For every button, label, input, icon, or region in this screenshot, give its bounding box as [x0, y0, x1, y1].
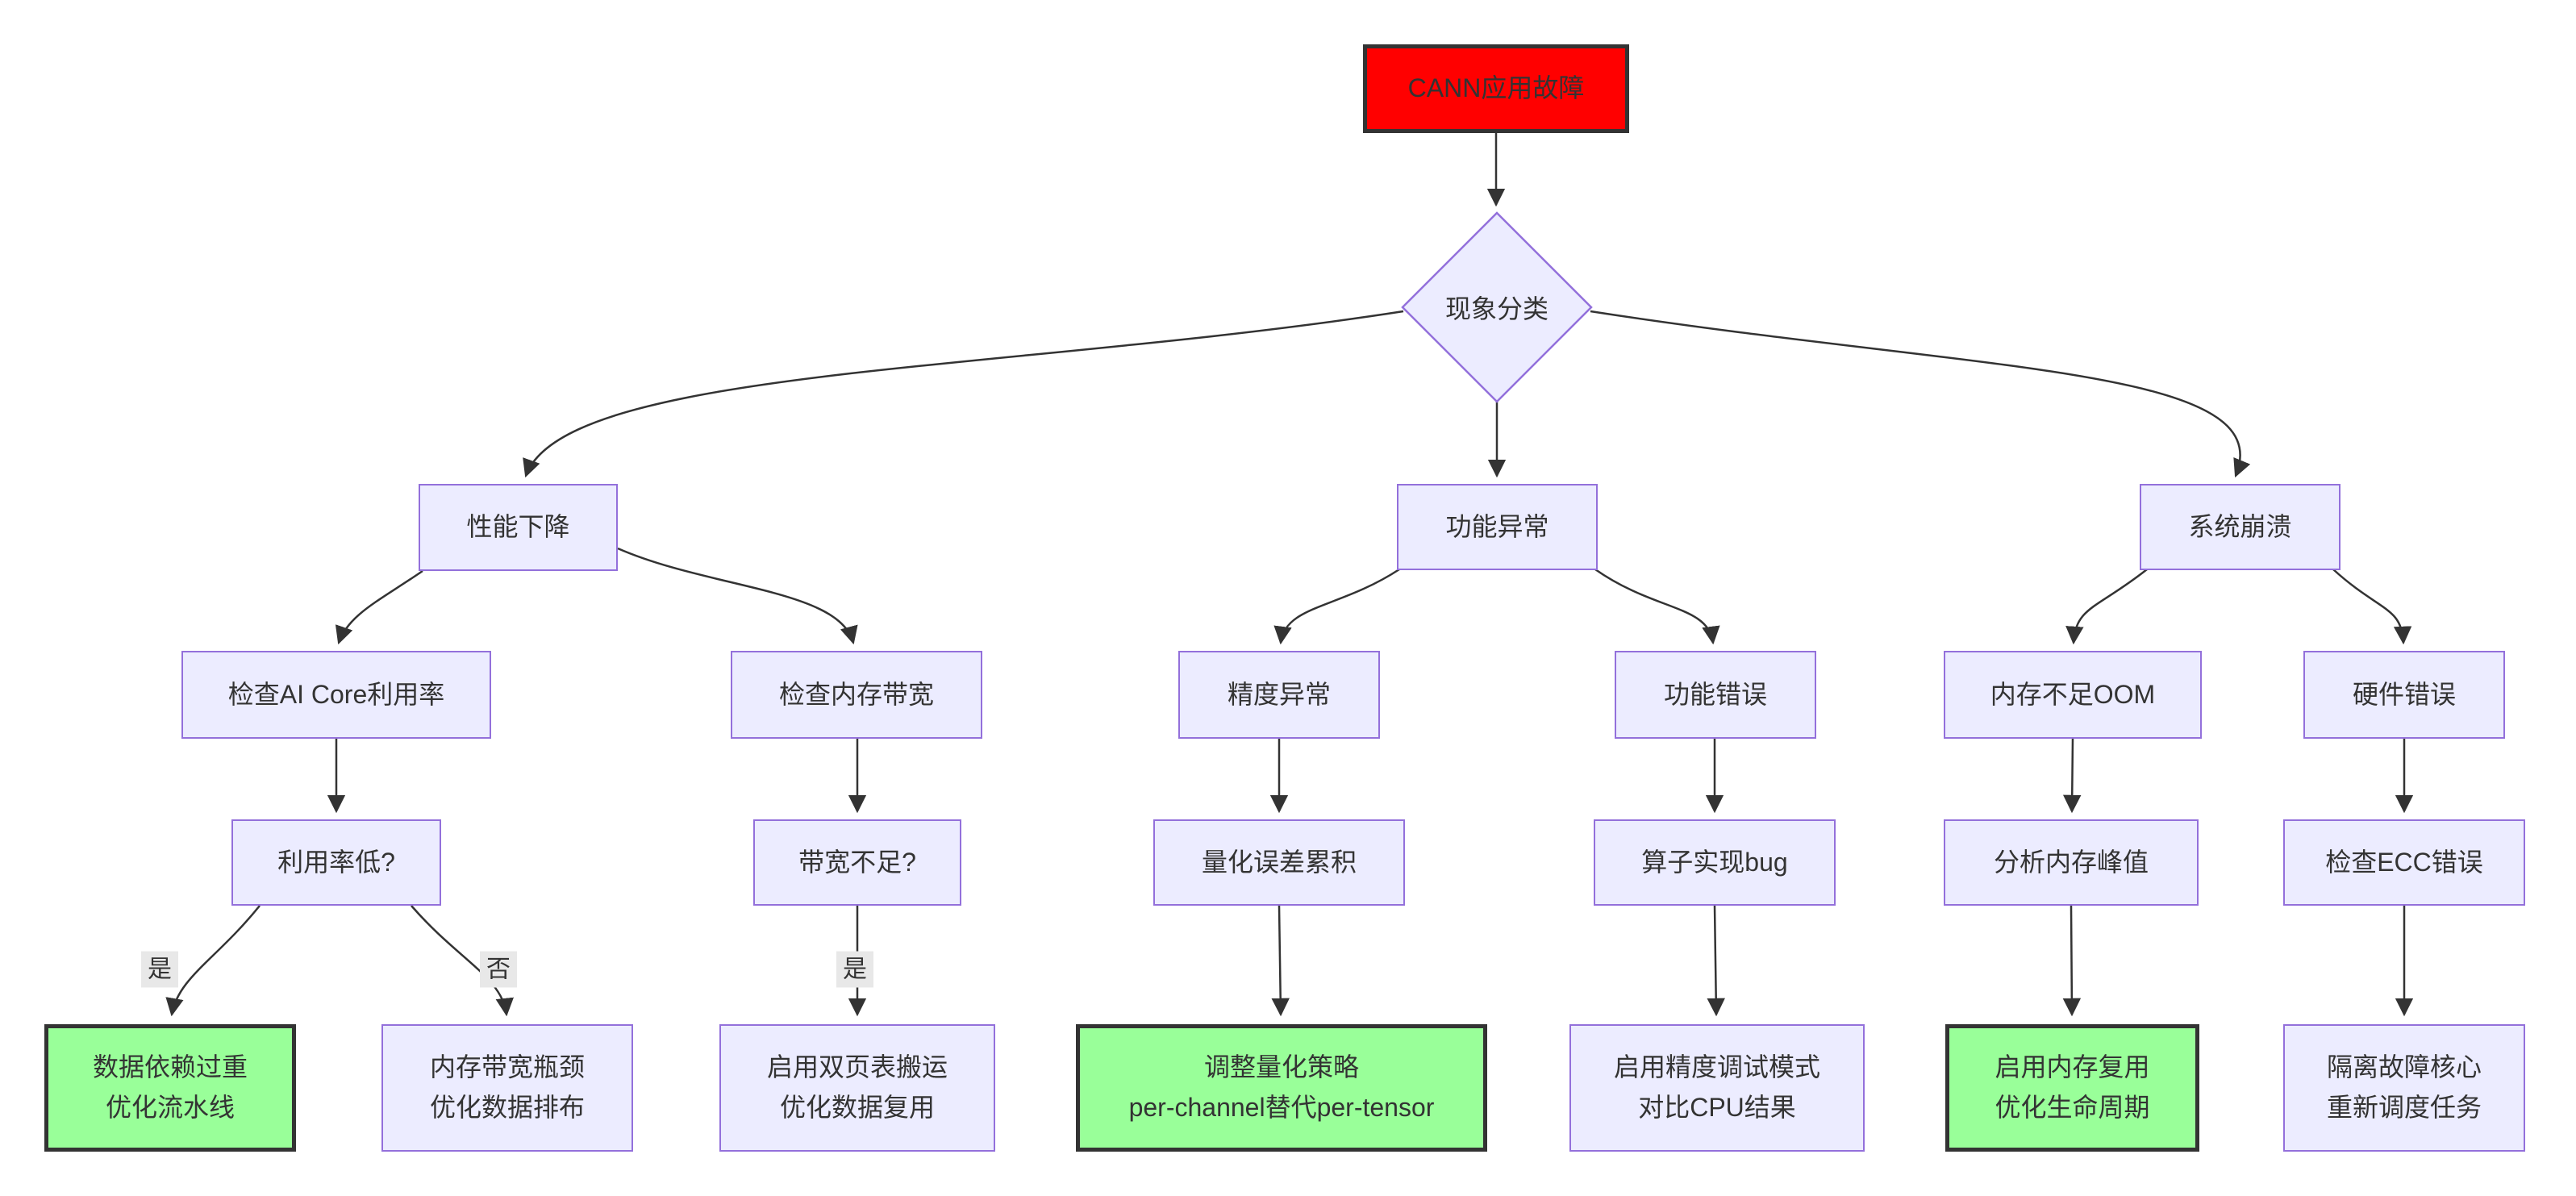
edge-perf-to-check-membw	[617, 547, 858, 645]
edge-label-yes-bw-text: 是	[843, 956, 867, 983]
node-check-aicore: 检查AI Core利用率	[181, 651, 491, 739]
node-bw-bottleneck: 内存带宽瓶颈 优化数据排布	[381, 1024, 633, 1152]
node-dep-heavy-line1: 数据依赖过重	[92, 1052, 248, 1082]
node-hw-error-label: 硬件错误	[2352, 679, 2456, 709]
node-mem-reuse-line1: 启用内存复用	[1995, 1052, 2150, 1082]
node-precision-debug-line2: 对比CPU结果	[1638, 1093, 1796, 1122]
node-mem-peak-label: 分析内存峰值	[1993, 847, 2149, 877]
edge-func-to-precision	[1273, 568, 1400, 645]
node-sys-crash-label: 系统崩溃	[2188, 511, 2292, 541]
node-precision-debug: 启用精度调试模式 对比CPU结果	[1569, 1024, 1865, 1152]
node-classify: 现象分类	[1403, 213, 1591, 402]
node-classify-label: 现象分类	[1444, 294, 1549, 323]
node-func-abnormal: 功能异常	[1397, 484, 1598, 570]
node-quant-error-label: 量化误差累积	[1201, 847, 1357, 877]
node-func-abnormal-label: 功能异常	[1445, 511, 1549, 541]
node-bw-bottleneck-line2: 优化数据排布	[429, 1093, 585, 1122]
node-dual-page-line2: 优化数据复用	[779, 1093, 935, 1122]
node-isolate-core-line1: 隔离故障核心	[2326, 1052, 2482, 1082]
node-func-error: 功能错误	[1615, 651, 1816, 739]
node-bw-bottleneck-line1: 内存带宽瓶颈	[429, 1052, 585, 1082]
node-ecc-check-label: 检查ECC错误	[2325, 847, 2483, 877]
edge-func-to-func-err	[1594, 568, 1720, 645]
node-ecc-check: 检查ECC错误	[2283, 819, 2525, 906]
edge-classify-to-crash	[1590, 310, 2251, 478]
decision-diamond-shape	[1401, 211, 1593, 403]
node-dep-heavy: 数据依赖过重 优化流水线	[44, 1024, 296, 1152]
edge-op-bug-to-precision-debug	[1707, 905, 1725, 1017]
node-dep-heavy-line2: 优化流水线	[105, 1093, 235, 1122]
node-isolate-core-line2: 重新调度任务	[2326, 1093, 2482, 1122]
node-mem-reuse: 启用内存复用 优化生命周期	[1945, 1024, 2199, 1152]
edge-oom-to-mem-peak	[2062, 738, 2082, 814]
edge-label-yes-bw: 是	[836, 951, 873, 988]
node-util-low: 利用率低?	[231, 819, 441, 906]
node-quant-strategy: 调整量化策略 per-channel替代per-tensor	[1076, 1024, 1487, 1152]
node-check-membw: 检查内存带宽	[731, 651, 982, 739]
node-check-aicore-label: 检查AI Core利用率	[227, 679, 445, 709]
edge-crash-to-hw-err	[2332, 569, 2412, 645]
node-util-low-label: 利用率低?	[277, 847, 395, 877]
node-bw-insufficient: 带宽不足?	[753, 819, 961, 906]
node-dual-page-line1: 启用双页表搬运	[766, 1052, 948, 1082]
node-bw-insufficient-label: 带宽不足?	[798, 847, 916, 877]
node-perf-degrade: 性能下降	[419, 484, 618, 571]
node-precision-debug-line1: 启用精度调试模式	[1613, 1052, 1820, 1082]
node-precision-abnormal-label: 精度异常	[1227, 679, 1331, 709]
node-op-bug: 算子实现bug	[1594, 819, 1836, 906]
edge-mem-peak-to-mem-reuse	[2062, 905, 2082, 1017]
node-quant-strategy-line1: 调整量化策略	[1203, 1052, 1359, 1082]
edge-label-yes-util-text: 是	[148, 956, 172, 983]
node-op-bug-label: 算子实现bug	[1641, 847, 1788, 877]
node-isolate-core: 隔离故障核心 重新调度任务	[2283, 1024, 2525, 1152]
node-start: CANN应用故障	[1363, 44, 1629, 133]
node-oom-label: 内存不足OOM	[1990, 679, 2156, 709]
edge-util-low-yes-to-dep-heavy	[165, 905, 261, 1017]
node-precision-abnormal: 精度异常	[1178, 651, 1380, 739]
node-quant-error: 量化误差累积	[1153, 819, 1405, 906]
edge-label-no-util: 否	[480, 951, 517, 988]
edge-util-low-no-to-bw-bottleneck	[411, 905, 514, 1017]
edge-label-no-util-text: 否	[486, 956, 511, 983]
node-func-error-label: 功能错误	[1663, 679, 1767, 709]
node-perf-degrade-label: 性能下降	[466, 512, 570, 542]
edge-perf-to-check-aicore	[335, 569, 423, 645]
node-hw-error: 硬件错误	[2303, 651, 2505, 739]
node-mem-reuse-line2: 优化生命周期	[1995, 1093, 2150, 1122]
node-dual-page: 启用双页表搬运 优化数据复用	[719, 1024, 995, 1152]
node-quant-strategy-line2: per-channel替代per-tensor	[1128, 1093, 1435, 1122]
edge-crash-to-oom	[2065, 569, 2148, 645]
node-mem-peak: 分析内存峰值	[1944, 819, 2199, 906]
node-sys-crash: 系统崩溃	[2140, 484, 2340, 570]
node-start-label: CANN应用故障	[1407, 73, 1585, 103]
node-oom: 内存不足OOM	[1944, 651, 2202, 739]
edge-label-yes-util: 是	[141, 951, 178, 988]
node-check-membw-label: 检查内存带宽	[778, 679, 934, 709]
edge-quant-err-to-quant-strategy	[1271, 905, 1290, 1017]
edge-classify-to-perf	[523, 310, 1404, 478]
